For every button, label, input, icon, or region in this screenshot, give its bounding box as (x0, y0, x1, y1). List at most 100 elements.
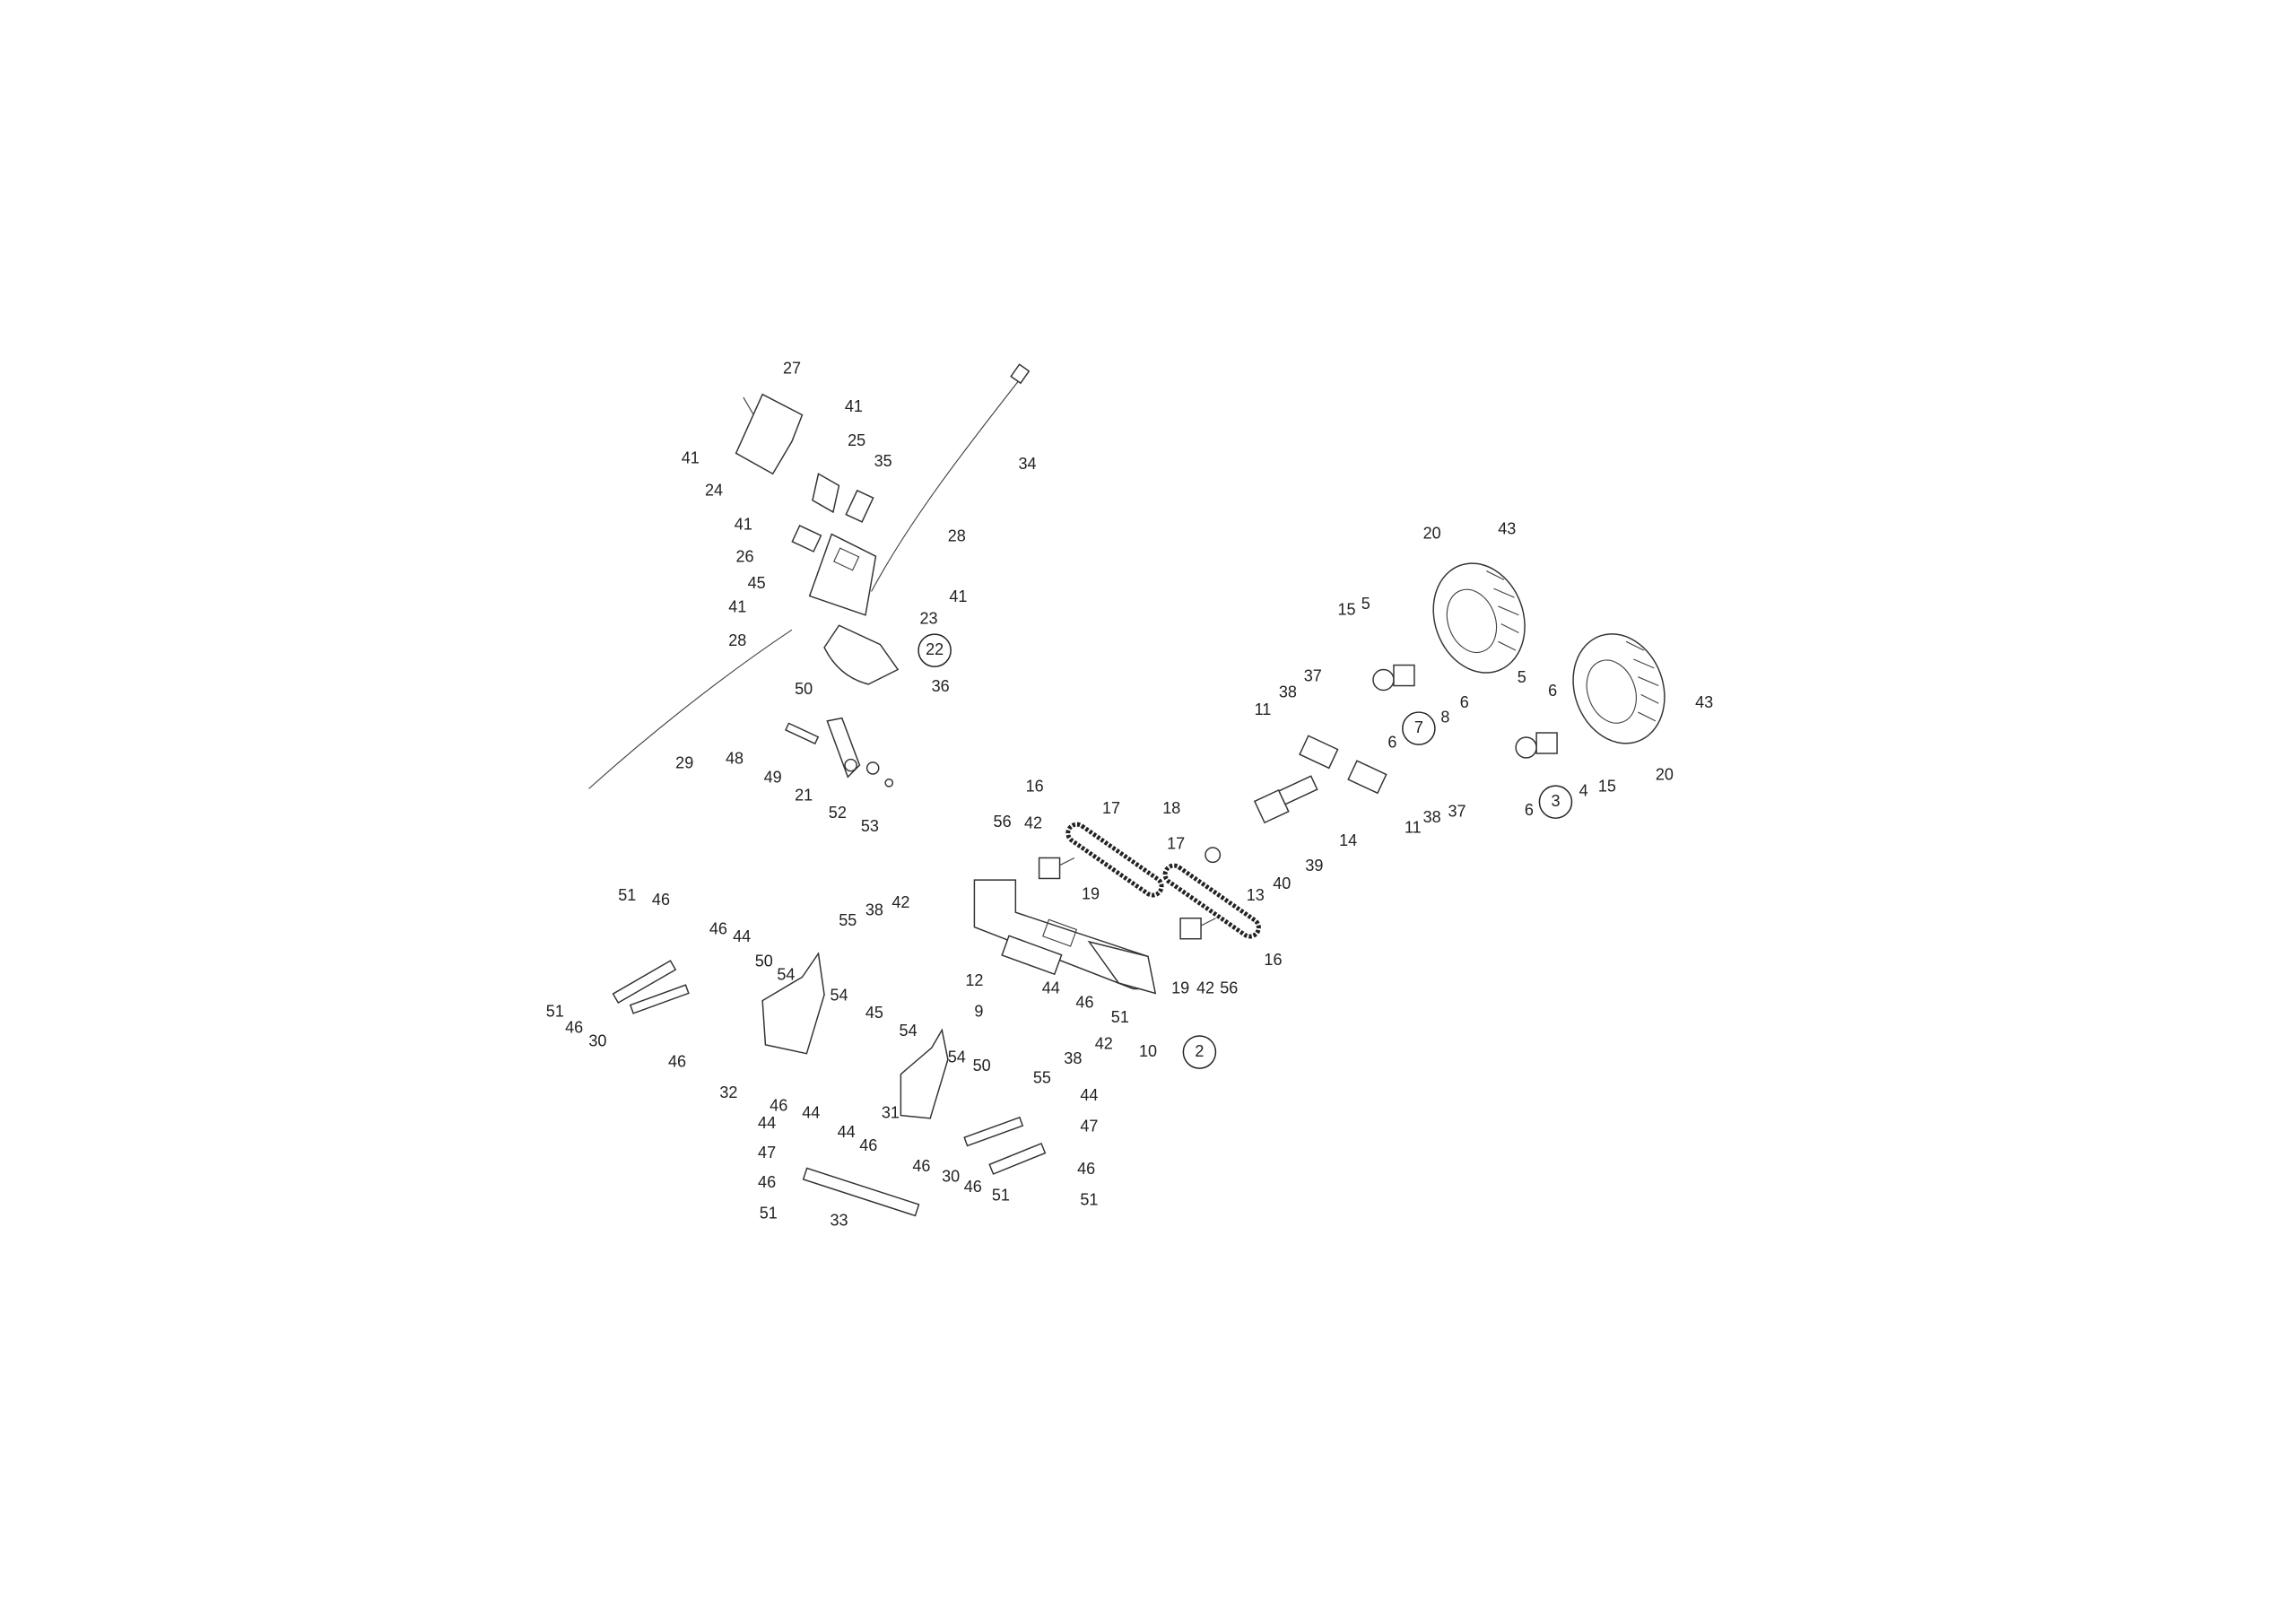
part-callout-46: 46 (912, 1157, 930, 1175)
part-callout-56: 56 (994, 813, 1012, 831)
part-callout-46: 46 (1077, 1160, 1095, 1178)
part-callout-30: 30 (942, 1167, 960, 1185)
bar-33 (802, 1167, 920, 1217)
part-callout-12: 12 (965, 971, 983, 989)
part-callout-47: 47 (1080, 1117, 1098, 1135)
sprocket-13 (1205, 847, 1222, 864)
part-callout-54: 54 (900, 1022, 918, 1040)
part-callout-31: 31 (882, 1104, 900, 1122)
strap-30-left (612, 960, 677, 1005)
part-callout-35: 35 (874, 452, 892, 470)
part-callout-37: 37 (1304, 666, 1322, 684)
part-callout-53: 53 (861, 817, 879, 835)
part-callout-19: 19 (1082, 884, 1100, 902)
part-callout-17: 17 (1102, 799, 1120, 817)
part-callout-6: 6 (1460, 693, 1469, 711)
part-callout-47: 47 (758, 1144, 776, 1162)
part-callout-45: 45 (748, 574, 766, 592)
control-cover-24 (735, 393, 804, 475)
part-callout-48: 48 (726, 749, 744, 767)
part-callout-46: 46 (652, 891, 670, 909)
part-callout-50: 50 (795, 680, 813, 698)
part-callout-44: 44 (1080, 1086, 1098, 1104)
part-callout-43: 43 (1498, 519, 1516, 537)
part-callout-21: 21 (795, 786, 813, 804)
part-callout-8: 8 (1440, 708, 1449, 726)
side-plate-31 (900, 1028, 949, 1119)
part-callout-37: 37 (1448, 802, 1466, 820)
part-callout-20: 20 (1656, 765, 1674, 783)
part-callout-51: 51 (1111, 1008, 1129, 1026)
control-box-25 (812, 473, 840, 514)
part-callout-44: 44 (758, 1114, 776, 1132)
part-callout-41: 41 (735, 515, 752, 533)
part-callout-15: 15 (1598, 778, 1616, 796)
switch-26 (791, 525, 822, 553)
part-callout-55: 55 (839, 911, 857, 929)
wheel-20-upper (1432, 562, 1526, 674)
hub-sprocket-7 (1372, 664, 1415, 692)
part-callout-10: 10 (1139, 1042, 1157, 1060)
part-callout-11: 11 (1405, 818, 1422, 836)
part-callout-6: 6 (1387, 733, 1396, 751)
part-callout-51: 51 (546, 1003, 564, 1021)
part-callout-41: 41 (949, 587, 967, 605)
part-callout-33: 33 (830, 1211, 848, 1229)
strap-30-right-b (988, 1142, 1047, 1175)
part-callout-40: 40 (1273, 874, 1291, 892)
callout-circle (1538, 785, 1573, 819)
part-callout-38: 38 (1279, 683, 1297, 701)
bearing-19-upper (1038, 857, 1075, 880)
part-callout-46: 46 (1075, 994, 1093, 1012)
part-callout-36: 36 (932, 677, 950, 695)
strap-30-right (963, 1116, 1024, 1147)
part-callout-9: 9 (974, 1003, 983, 1021)
callout-circle (1402, 711, 1436, 745)
frame-10 (973, 879, 1157, 995)
part-callout-17: 17 (1167, 834, 1185, 852)
part-callout-39: 39 (1305, 857, 1323, 874)
part-callout-11: 11 (1255, 700, 1272, 718)
cable-connector (1010, 363, 1031, 385)
part-callout-44: 44 (1042, 979, 1060, 996)
pin-48 (785, 722, 820, 745)
part-callout-51: 51 (992, 1187, 1010, 1205)
guard-36 (823, 624, 900, 685)
strap-30-left-b (629, 984, 690, 1014)
part-callout-42: 42 (1024, 814, 1042, 832)
part-callout-30: 30 (588, 1031, 606, 1049)
part-callout-38: 38 (865, 901, 883, 918)
part-callout-32: 32 (719, 1083, 737, 1101)
bearing-19-lower (1179, 918, 1216, 940)
part-callout-38: 38 (1064, 1049, 1082, 1067)
part-callout-27: 27 (783, 360, 801, 378)
part-callout-19: 19 (1171, 979, 1189, 996)
part-callout-4: 4 (1579, 781, 1588, 799)
part-callout-16: 16 (1026, 778, 1044, 796)
part-callout-46: 46 (709, 920, 727, 938)
part-callout-51: 51 (760, 1204, 778, 1222)
bushing-52 (865, 761, 880, 775)
part-callout-44: 44 (733, 927, 751, 945)
part-callout-50: 50 (755, 953, 773, 970)
motor-14 (1253, 775, 1318, 824)
part-callout-51: 51 (1080, 1191, 1098, 1209)
part-callout-22: 22 (926, 640, 944, 658)
part-callout-15: 15 (1337, 601, 1355, 619)
part-callout-55: 55 (1033, 1068, 1051, 1086)
part-callout-44: 44 (838, 1123, 856, 1141)
part-callout-56: 56 (1220, 979, 1238, 996)
part-callout-28: 28 (728, 631, 746, 649)
part-callout-50: 50 (973, 1057, 991, 1075)
cable-29 (588, 629, 793, 789)
part-callout-18: 18 (1162, 799, 1180, 817)
chain-16-upper (1065, 822, 1164, 898)
wheel-20-lower (1572, 633, 1665, 744)
part-callout-26: 26 (735, 548, 753, 566)
part-callout-46: 46 (758, 1173, 776, 1191)
cover-plate-11a (1299, 735, 1339, 770)
cover-plate-11b (1347, 760, 1387, 795)
part-callout-45: 45 (865, 1004, 883, 1022)
part-callout-46: 46 (964, 1178, 982, 1196)
part-callout-42: 42 (1196, 979, 1214, 996)
